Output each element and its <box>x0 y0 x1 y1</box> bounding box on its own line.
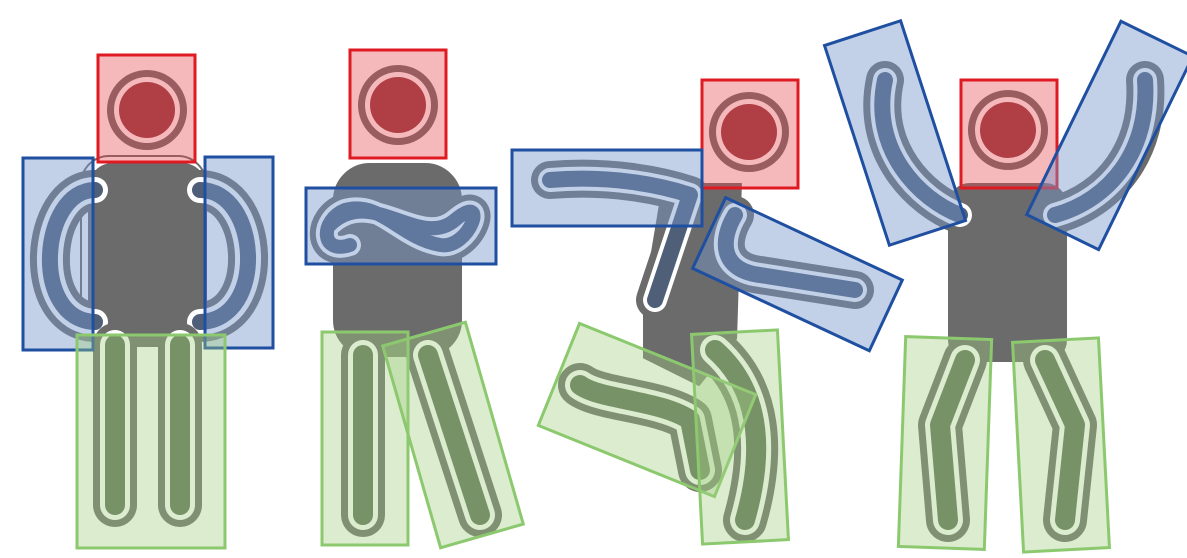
figure-2-arms-box <box>306 188 496 264</box>
figure-4-left-arm-box <box>825 21 966 245</box>
figure-2 <box>306 50 523 548</box>
figure-2-head-box <box>350 50 446 158</box>
figure-4-head-box <box>961 80 1057 188</box>
figure-1-head-box <box>98 55 195 162</box>
figure-1-legs-box <box>77 335 225 548</box>
figure-3-head-box <box>702 80 798 188</box>
figure-1-left-arm-box <box>23 158 93 350</box>
figure-1-right-arm-box <box>205 157 273 348</box>
figure-1 <box>23 55 273 548</box>
figure-3-front-leg-box <box>692 330 789 544</box>
figure-3 <box>512 80 902 544</box>
figure-4-left-leg-box <box>898 337 991 550</box>
figure-4-right-leg-box <box>1013 338 1110 552</box>
figure-3-back-arm-box <box>512 150 702 226</box>
